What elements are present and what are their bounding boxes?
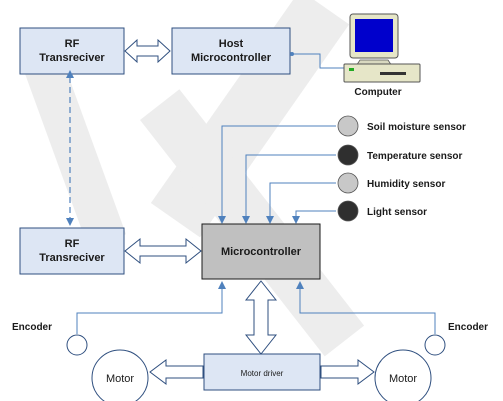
encoder-left-icon [66, 334, 88, 356]
encoder-left-line [76, 281, 226, 334]
arrow-driver-to-right-motor [320, 359, 375, 385]
light-sensor-icon [337, 200, 359, 222]
double-arrow-rf-micro [124, 237, 202, 265]
encoder-right-label: Encoder [448, 322, 488, 333]
sensor-line-light [292, 210, 336, 224]
rf-transceiver-bottom-block: RF Transreciver [19, 227, 125, 275]
light-sensor-label: Light sensor [367, 207, 427, 218]
double-arrow-micro-driver [244, 280, 278, 355]
motor-right-label: Motor [389, 373, 417, 385]
sensor-soil-moisture: Soil moisture sensor [337, 115, 466, 137]
temperature-sensor-icon [337, 144, 359, 166]
sensor-line-humidity [266, 182, 336, 224]
encoder-right-icon [424, 334, 446, 356]
motor-left-label: Motor [106, 373, 134, 385]
sensor-line-temperature [242, 154, 336, 224]
rf-bottom-label-line2: Transreciver [39, 252, 105, 264]
rf-top-label-line2: Transreciver [39, 52, 105, 64]
host-computer-connector [292, 53, 345, 69]
humidity-sensor-label: Humidity sensor [367, 179, 445, 190]
encoder-left-label: Encoder [12, 322, 52, 333]
double-arrow-rf-host [124, 38, 171, 64]
host-label-line1: Host [219, 38, 244, 50]
sensor-temperature: Temperature sensor [337, 144, 463, 166]
rf-transceiver-top-block: RF Transreciver [19, 27, 125, 75]
sensor-light: Light sensor [337, 200, 427, 222]
host-microcontroller-block: Host Microcontroller [171, 27, 291, 75]
encoder-right-line [296, 281, 436, 334]
rf-bottom-label-line1: RF [65, 238, 80, 250]
microcontroller-block: Microcontroller [201, 223, 321, 280]
connector-dot [290, 52, 294, 56]
motor-left: Motor [91, 349, 149, 401]
temperature-sensor-label: Temperature sensor [367, 151, 463, 162]
sensor-humidity: Humidity sensor [337, 172, 445, 194]
motor-left-icon [91, 349, 149, 401]
host-label-line2: Microcontroller [191, 52, 272, 64]
motor-driver-block: Motor driver [203, 353, 321, 391]
soil-moisture-sensor-label: Soil moisture sensor [367, 122, 466, 133]
computer-label: Computer [354, 87, 401, 98]
rf-top-label-line1: RF [65, 38, 80, 50]
humidity-sensor-icon [337, 172, 359, 194]
soil-moisture-sensor-icon [337, 115, 359, 137]
microcontroller-label: Microcontroller [221, 246, 302, 258]
sensor-line-soil-moisture [218, 125, 336, 224]
computer-screen [355, 19, 393, 52]
arrow-driver-to-left-motor [149, 359, 204, 385]
motor-right: Motor [374, 349, 432, 401]
motor-right-icon [374, 349, 432, 401]
computer-icon: Computer [343, 13, 421, 98]
motor-driver-label: Motor driver [241, 369, 284, 378]
